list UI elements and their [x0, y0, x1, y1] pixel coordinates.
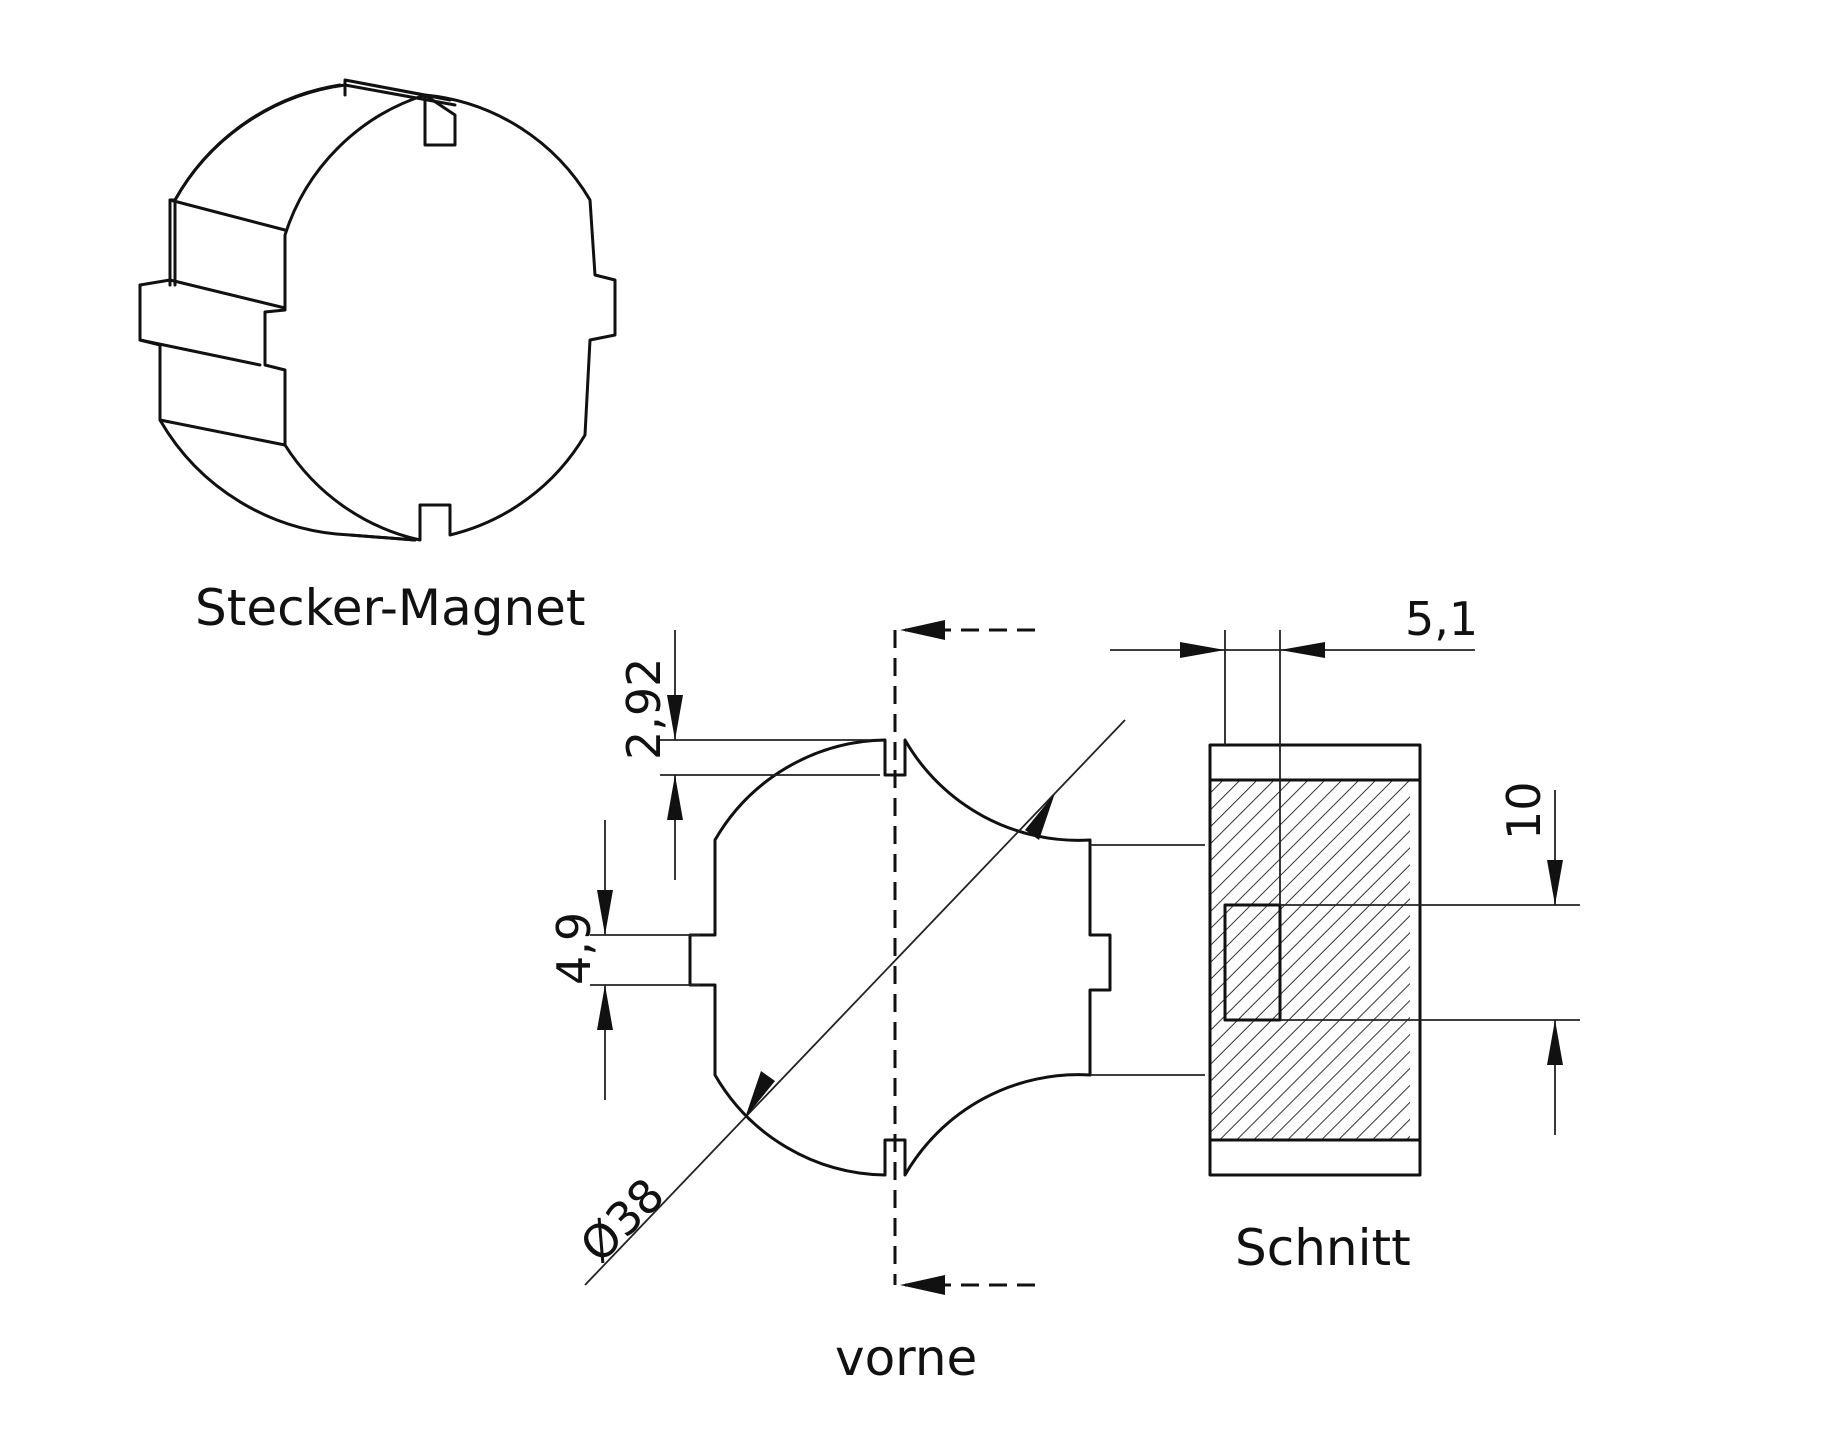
section-view — [1090, 630, 1580, 1177]
dim-side-notch-label: 4,9 — [547, 912, 601, 985]
front-view-outline — [688, 738, 1112, 1177]
dim-section-height-label: 10 — [1497, 781, 1551, 840]
dim-side-notch — [590, 820, 700, 1100]
perspective-title: Stecker-Magnet — [195, 579, 586, 637]
arrow-diameter-top — [1025, 793, 1055, 840]
perspective-back-face — [138, 83, 457, 542]
arrow-height-top — [1547, 860, 1563, 905]
perspective-front-face — [263, 93, 617, 542]
dim-groove-depth — [660, 630, 880, 880]
arrow-offset-left — [1180, 642, 1225, 658]
section-arrow-bottom — [900, 1275, 945, 1295]
arrow-groove-top — [667, 695, 683, 740]
section-cavity — [1223, 903, 1282, 1022]
perspective-left-edge — [173, 83, 342, 202]
dim-groove-depth-label: 2,92 — [617, 658, 671, 760]
arrow-diameter-bottom — [745, 1071, 775, 1118]
dim-diameter — [584, 719, 1126, 1286]
perspective-side-key — [138, 198, 287, 447]
section-arrow-top — [900, 620, 945, 640]
front-view — [688, 620, 1112, 1295]
perspective-bottom-slot — [348, 533, 417, 542]
arrow-notch-top — [597, 890, 613, 935]
arrow-offset-right — [1280, 642, 1325, 658]
arrow-notch-bottom — [597, 985, 613, 1030]
perspective-view — [138, 78, 617, 542]
dim-diameter-label: Ø38 — [570, 1168, 675, 1273]
section-outline — [1208, 743, 1422, 1177]
section-title: Schnitt — [1235, 1219, 1411, 1277]
arrow-groove-bottom — [667, 775, 683, 820]
dim-section-offset-label: 5,1 — [1405, 592, 1478, 646]
perspective-top-slot — [343, 78, 452, 102]
arrow-height-bottom — [1547, 1020, 1563, 1065]
front-view-title: vorne — [835, 1329, 977, 1387]
